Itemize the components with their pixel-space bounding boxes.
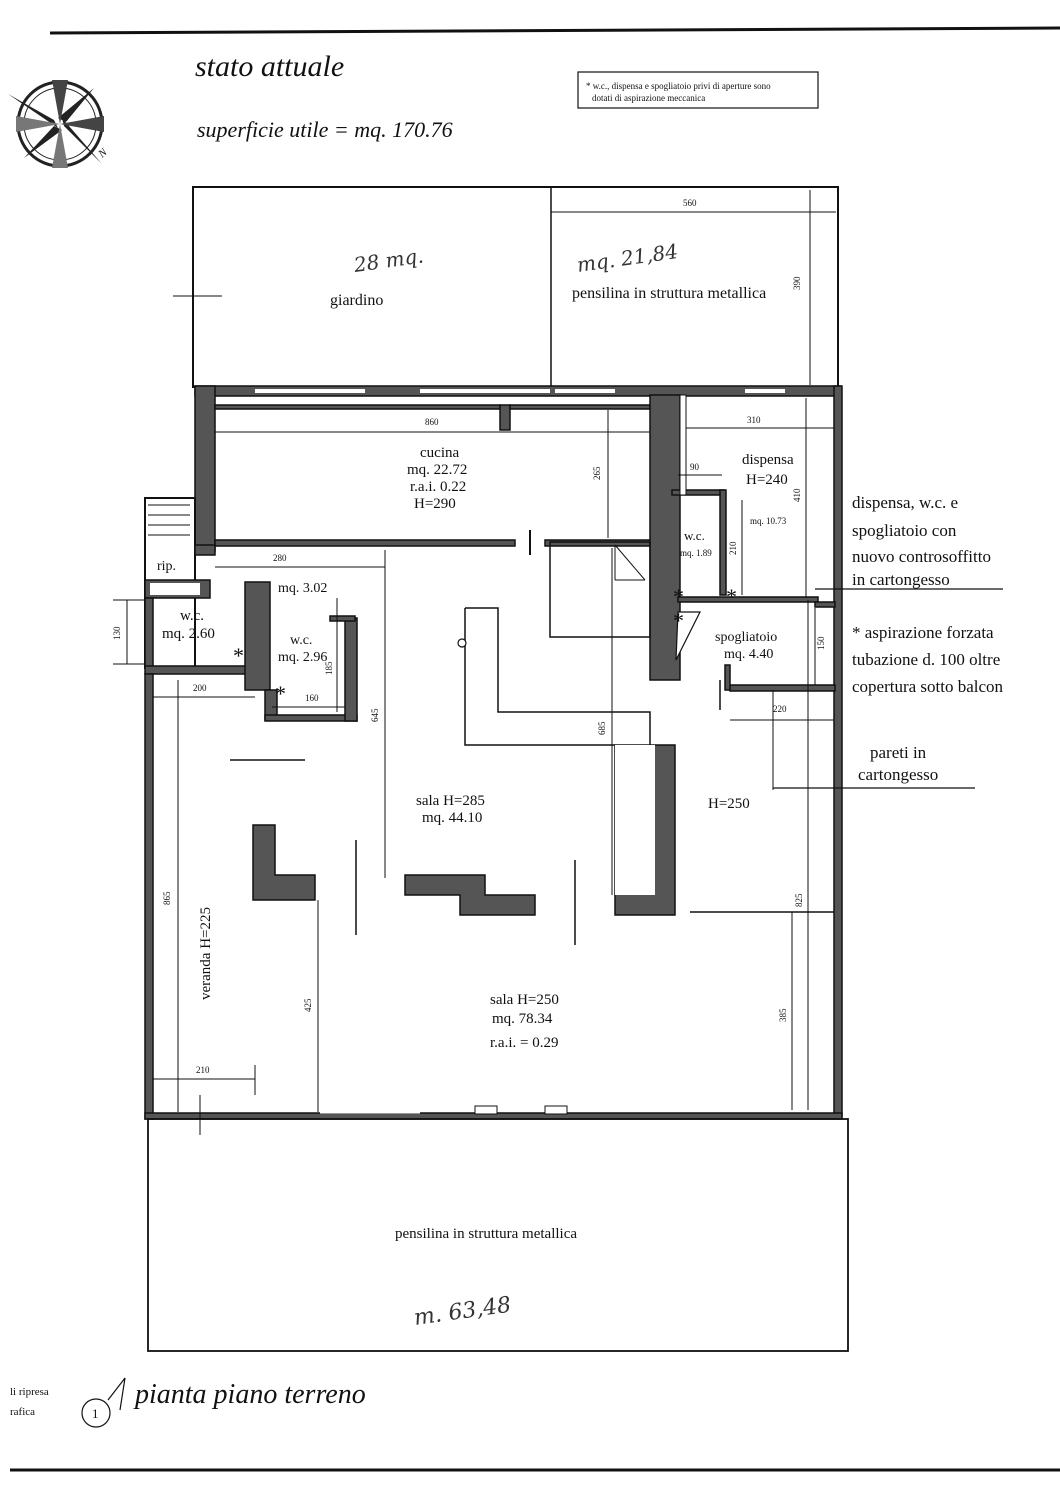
annotation-aspirazione: * aspirazione forzata tubazione d. 100 o… <box>852 623 1004 696</box>
leader-arrow-icon <box>107 1377 126 1411</box>
dispensa-height: H=240 <box>746 472 788 488</box>
annotation-line: tubazione d. 100 oltre <box>852 650 1000 669</box>
room-wc-mid: w.c. mq. 2.96 <box>278 633 327 665</box>
handwritten-note-28mq: 28 mq. <box>351 243 425 277</box>
notice-line-2: dotati di aspirazione meccanica <box>592 93 705 103</box>
room-label-rip: rip. <box>157 559 176 574</box>
annotation-line: spogliatoio con <box>852 521 957 540</box>
dim-865: 865 <box>162 891 172 905</box>
sala250-name: sala H=250 <box>490 992 559 1008</box>
wc-left-name: w.c. <box>180 608 204 624</box>
cucina-area: mq. 22.72 <box>407 462 467 478</box>
footer-side-text-1: li ripresa <box>10 1386 49 1398</box>
annotation-line: cartongesso <box>858 765 938 784</box>
dispensa-name: dispensa <box>742 452 794 468</box>
asterisk-mark: * <box>275 681 286 706</box>
handwritten-note-2184: mq. 21,84 <box>575 239 679 277</box>
annotation-controsoffitto: dispensa, w.c. e spogliatoio con nuovo c… <box>815 493 1003 590</box>
dim-390: 390 <box>792 276 802 290</box>
dim-425: 425 <box>303 998 313 1012</box>
wc-left-area: mq. 2.60 <box>162 626 215 642</box>
room-label-giardino: giardino <box>330 292 383 309</box>
annotation-line: dispensa, w.c. e <box>852 493 958 512</box>
sala285-area: mq. 44.10 <box>422 810 482 826</box>
asterisk-mark: * <box>233 643 244 668</box>
room-dispensa: dispensa H=240 mq. 10.73 <box>742 452 794 526</box>
asterisk-mark: * <box>673 584 684 609</box>
room-wc-left: w.c. mq. 2.60 <box>162 608 215 642</box>
dim-130: 130 <box>112 626 122 640</box>
dim-210: 210 <box>728 541 738 555</box>
pensilina-bottom-area: pensilina in struttura metallica m. 63,4… <box>147 1118 849 1352</box>
dim-410: 410 <box>792 488 802 502</box>
dim-280: 280 <box>273 553 287 563</box>
annotation-line: * aspirazione forzata <box>852 623 994 642</box>
dim-160: 160 <box>305 693 319 703</box>
asterisk-mark: * <box>726 584 737 609</box>
wc-mid-name: w.c. <box>290 633 312 648</box>
dim-310: 310 <box>747 415 761 425</box>
dim-90: 90 <box>690 462 700 472</box>
annotation-pareti: pareti in cartongesso <box>773 743 975 789</box>
annotation-line: copertura sotto balcon <box>852 677 1004 696</box>
dim-685: 685 <box>597 721 607 735</box>
dispensa-area: mq. 10.73 <box>750 516 787 526</box>
footer-title: pianta piano terreno <box>133 1379 366 1410</box>
room-label-h250: H=250 <box>708 796 750 812</box>
room-sala-250: sala H=250 mq. 78.34 r.a.i. = 0.29 <box>490 992 559 1051</box>
cucina-rai: r.a.i. 0.22 <box>410 479 466 495</box>
asterisk-mark: * <box>673 608 684 633</box>
sala250-area: mq. 78.34 <box>492 1011 553 1027</box>
annotation-line: in cartongesso <box>852 570 950 589</box>
dim-210-bottom: 210 <box>196 1065 210 1075</box>
wc-small-area: mq. 1.89 <box>680 548 712 558</box>
notice-line-1: * w.c., dispensa e spogliatoio privi di … <box>586 81 771 91</box>
sala285-name: sala H=285 <box>416 793 485 809</box>
page-title: stato attuale <box>195 50 344 83</box>
dim-860: 860 <box>425 417 439 427</box>
wc-small-name: w.c. <box>684 528 705 543</box>
compass-rose-icon: N <box>8 80 110 168</box>
sheet-number: 1 <box>92 1406 99 1421</box>
garden-area: giardino pensilina in struttura metallic… <box>173 186 839 388</box>
wc-mid-area: mq. 2.96 <box>278 650 327 665</box>
compass-north-label: N <box>95 146 110 161</box>
dim-825: 825 <box>794 893 804 907</box>
surface-area: superficie utile = mq. 170.76 <box>197 117 453 142</box>
top-rule <box>49 26 1060 35</box>
annotation-line: nuovo controsoffitto <box>852 547 991 566</box>
spogliatoio-area: mq. 4.40 <box>724 647 773 662</box>
room-label-mq302: mq. 3.02 <box>278 581 327 596</box>
sheet-number-circle <box>81 1398 111 1428</box>
footer-title-block: li ripresa rafica 1 pianta piano terreno <box>10 1377 366 1428</box>
dim-385: 385 <box>778 1008 788 1022</box>
room-sala-285: sala H=285 mq. 44.10 <box>416 793 485 826</box>
dim-185: 185 <box>324 661 334 675</box>
sala250-rai: r.a.i. = 0.29 <box>490 1035 558 1051</box>
handwritten-note-6348: m. 63,48 <box>412 1293 512 1331</box>
dim-200: 200 <box>193 683 207 693</box>
building-walls <box>144 385 843 1120</box>
notice-box: * w.c., dispensa e spogliatoio privi di … <box>577 71 819 109</box>
dimension-lines <box>113 398 834 1135</box>
dim-265: 265 <box>592 466 602 480</box>
room-wc-small: w.c. mq. 1.89 <box>680 528 712 558</box>
cucina-name: cucina <box>420 445 459 461</box>
spogliatoio-name: spogliatoio <box>715 630 777 645</box>
dim-150: 150 <box>816 636 826 650</box>
dim-645: 645 <box>370 708 380 722</box>
room-spogliatoio: spogliatoio mq. 4.40 <box>715 630 777 662</box>
room-label-pensilina-top: pensilina in struttura metallica <box>572 285 766 302</box>
footer-side-text-2: rafica <box>10 1406 35 1418</box>
dim-560: 560 <box>683 198 697 208</box>
dimension-labels: 860 310 265 90 410 210 280 130 185 160 2… <box>112 415 826 1075</box>
room-label-veranda: veranda H=225 <box>198 907 214 1000</box>
cucina-height: H=290 <box>414 496 456 512</box>
annotation-line: pareti in <box>870 743 927 762</box>
room-label-pensilina-bottom: pensilina in struttura metallica <box>395 1226 577 1242</box>
room-cucina: cucina mq. 22.72 r.a.i. 0.22 H=290 <box>407 445 467 512</box>
dim-220: 220 <box>773 704 787 714</box>
